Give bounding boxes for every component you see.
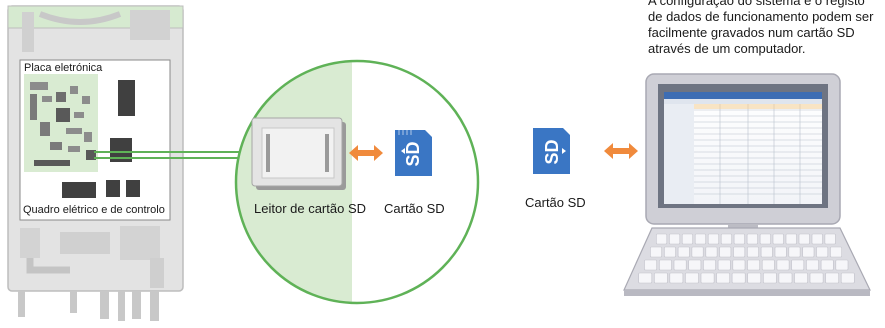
keyboard-key — [806, 259, 819, 271]
keyboard-key — [658, 259, 672, 271]
svg-text:SD: SD — [403, 141, 423, 166]
keyboard-key — [785, 233, 797, 245]
keyboard-key — [776, 259, 790, 271]
keyboard-key — [707, 233, 720, 245]
computer-monitor — [645, 73, 841, 230]
keyboard-key — [732, 259, 746, 271]
keyboard-key — [705, 246, 718, 258]
keyboard-key — [677, 246, 690, 258]
transformer-component — [110, 138, 132, 162]
card-label-right: Cartão SD — [525, 195, 586, 210]
sd-card-reader-icon — [251, 117, 346, 190]
keyboard-key — [824, 233, 836, 245]
double-arrow-icon — [349, 145, 383, 161]
keyboard-key — [673, 259, 687, 271]
keyboard-key — [747, 272, 762, 284]
keyboard-key — [694, 233, 707, 245]
card-label-left: Cartão SD — [384, 201, 445, 216]
keyboard-key — [840, 272, 855, 284]
keyboard-key — [794, 272, 808, 284]
contactor-1 — [106, 180, 120, 197]
keyboard-key — [655, 233, 668, 245]
keyboard-key — [733, 233, 745, 245]
keyboard-key — [746, 233, 758, 245]
keyboard-key — [788, 246, 801, 258]
keyboard-key — [719, 246, 732, 258]
sd-card-icon: SD — [395, 130, 432, 176]
keyboard-key — [644, 259, 657, 271]
keyboard-key — [778, 272, 793, 284]
keyboard-key — [688, 259, 702, 271]
keyboard-key — [638, 272, 653, 284]
double-arrow-icon — [604, 143, 638, 159]
keyboard-key — [700, 272, 715, 284]
keyboard-key — [825, 272, 839, 284]
keyboard-key — [746, 246, 759, 258]
relay-component — [118, 80, 135, 116]
keyboard-key — [791, 259, 805, 271]
svg-text:SD: SD — [542, 139, 562, 164]
keyboard-key — [798, 233, 810, 245]
note-line-1: A configuração do sistema e o registo — [648, 0, 865, 8]
keyboard-key — [747, 259, 760, 271]
keyboard-key — [772, 233, 784, 245]
keyboard-key — [653, 272, 668, 284]
keyboard-key — [720, 233, 733, 245]
zoom-connector — [94, 151, 244, 159]
reader-label: Leitor de cartão SD — [254, 201, 367, 216]
keyboard-key — [716, 272, 730, 284]
keyboard-key — [731, 272, 746, 284]
electronic-board — [24, 74, 98, 172]
computer-keyboard — [623, 227, 871, 296]
keyboard-key — [811, 233, 823, 245]
note-line-2: de dados de funcionamento podem ser — [648, 9, 874, 24]
keyboard-key — [809, 272, 824, 284]
keyboard-key — [681, 233, 694, 245]
keyboard-key — [650, 246, 663, 258]
keyboard-key — [761, 259, 775, 271]
keyboard-key — [663, 246, 676, 258]
sd-card-icon: SD — [533, 128, 570, 174]
keyboard-key — [668, 233, 681, 245]
keyboard-key — [835, 259, 849, 271]
note-line-3: facilmente gravados num cartão SD — [648, 25, 855, 40]
keyboard-key — [816, 246, 829, 258]
keyboard-key — [774, 246, 787, 258]
terminal-block — [62, 182, 96, 198]
contactor-2 — [126, 180, 140, 197]
keyboard-key — [717, 259, 731, 271]
keyboard-key — [685, 272, 699, 284]
note-line-4: através de um computador. — [648, 41, 806, 56]
keyboard-key — [830, 246, 843, 258]
keyboard-key — [703, 259, 716, 271]
keyboard-key — [820, 259, 834, 271]
sd-slot-on-board — [86, 150, 96, 160]
keyboard-key — [762, 272, 777, 284]
keyboard-key — [760, 246, 773, 258]
keyboard-key — [759, 233, 771, 245]
board-label: Placa eletrónica — [24, 62, 103, 74]
keyboard-key — [691, 246, 704, 258]
keyboard-key — [733, 246, 746, 258]
keyboard-key — [802, 246, 815, 258]
panel-label: Quadro elétrico e de controlo — [23, 204, 165, 216]
keyboard-key — [669, 272, 684, 284]
